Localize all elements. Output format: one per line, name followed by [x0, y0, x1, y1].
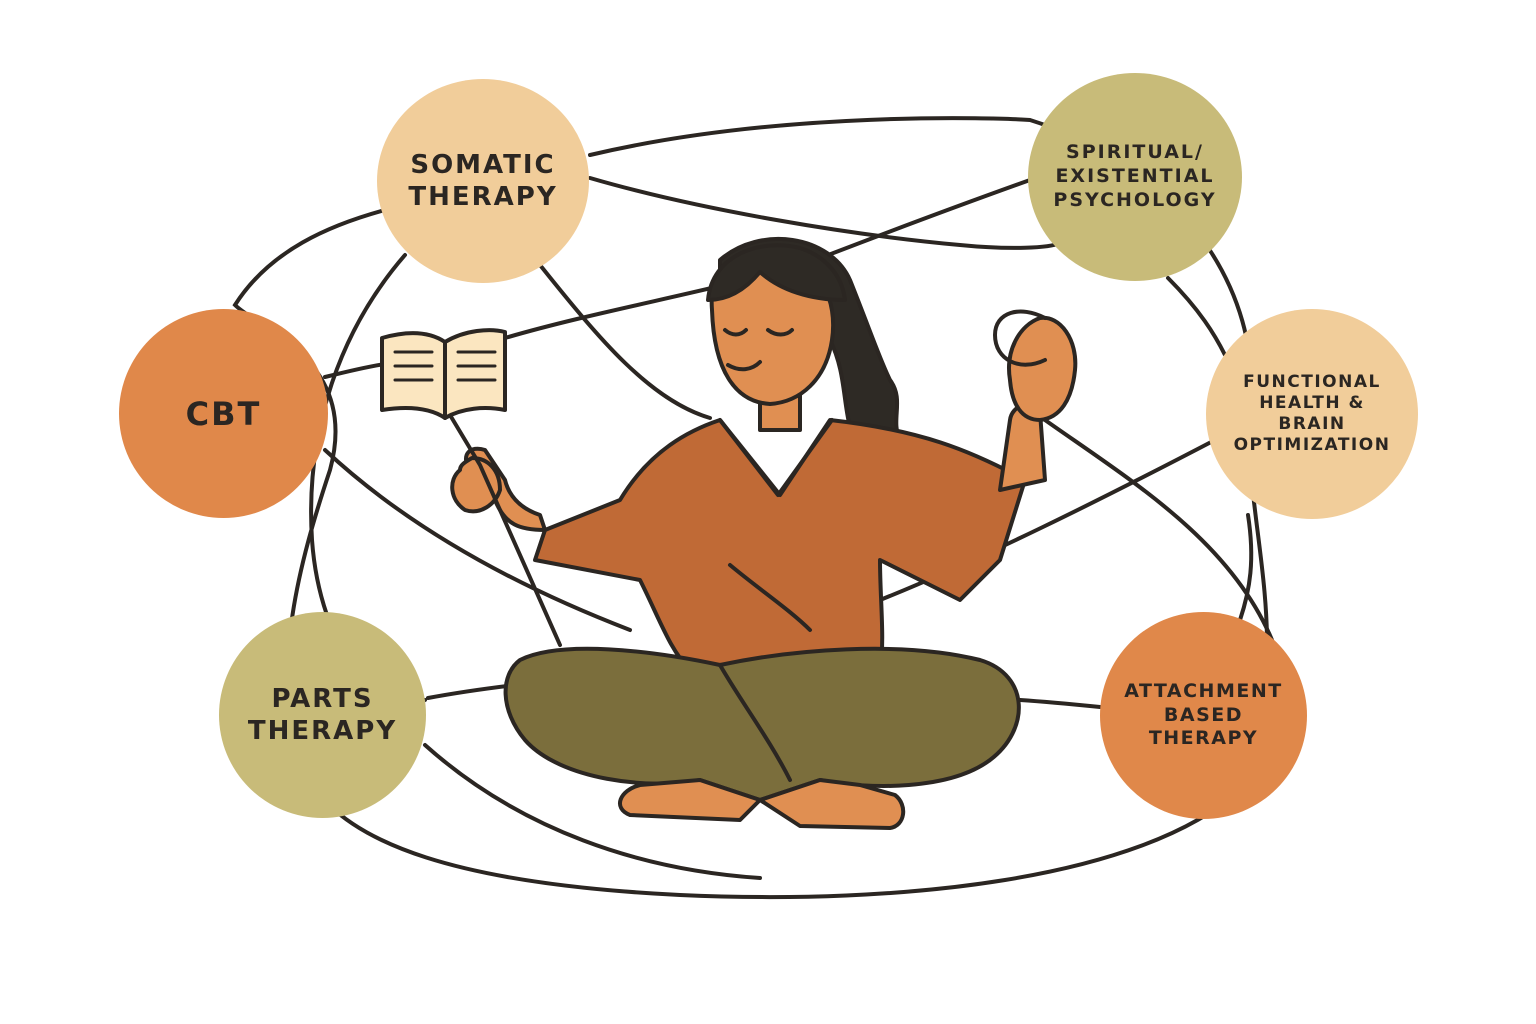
- node-label-attachment-based-therapy: ATTACHMENT BASED THERAPY: [1124, 679, 1283, 750]
- right-foot: [758, 778, 906, 830]
- node-label-functional-health-brain-optimization: FUNCTIONAL HEALTH & BRAIN OPTIMIZATION: [1233, 371, 1391, 456]
- legs: [503, 646, 1021, 802]
- node-label-cbt: CBT: [185, 394, 262, 433]
- thread-somatic-spiritual: [588, 176, 1062, 250]
- thread-hand-attachment: [1043, 418, 1274, 642]
- book-lines: [393, 350, 497, 382]
- right-hand: [1007, 315, 1078, 422]
- thread-functional-attachment: [1238, 513, 1254, 622]
- neckline: [718, 418, 834, 497]
- thread-parts-bottom: [423, 743, 762, 880]
- fringe: [706, 243, 847, 302]
- thread-body-attachment: [1018, 698, 1102, 709]
- eye-right: [766, 328, 794, 337]
- node-functional-health-brain-optimization: FUNCTIONAL HEALTH & BRAIN OPTIMIZATION: [1206, 309, 1418, 519]
- book-stick: [448, 413, 562, 647]
- smile: [726, 360, 762, 372]
- thread-spiritual-functional: [1166, 276, 1227, 357]
- shirt-fold: [728, 563, 812, 632]
- thread-loop: [993, 309, 1047, 367]
- thread-cbt-book: [323, 362, 387, 379]
- thread-cbt-center: [323, 448, 632, 632]
- node-label-parts-therapy: PARTS THERAPY: [247, 683, 398, 747]
- node-somatic-therapy: SOMATIC THERAPY: [377, 79, 589, 283]
- connecting-threads: [232, 116, 1274, 900]
- node-parts-therapy: PARTS THERAPY: [219, 612, 426, 818]
- left-hand: [450, 456, 502, 514]
- thread-functional-cross: [878, 438, 1217, 602]
- meditating-figure: [380, 237, 1078, 830]
- node-cbt: CBT: [119, 309, 328, 518]
- thread-somatic-down: [538, 263, 712, 420]
- leg-fold: [718, 663, 792, 782]
- thread-parts-body: [426, 683, 517, 700]
- node-label-spiritual-existential-psychology: SPIRITUAL/ EXISTENTIAL PSYCHOLOGY: [1053, 141, 1217, 211]
- eye-left: [723, 328, 748, 337]
- node-label-somatic-therapy: SOMATIC THERAPY: [408, 149, 558, 213]
- node-attachment-based-therapy: ATTACHMENT BASED THERAPY: [1100, 612, 1307, 819]
- node-spiritual-existential-psychology: SPIRITUAL/ EXISTENTIAL PSYCHOLOGY: [1028, 73, 1242, 281]
- torso: [533, 418, 1027, 672]
- left-foot: [618, 778, 762, 822]
